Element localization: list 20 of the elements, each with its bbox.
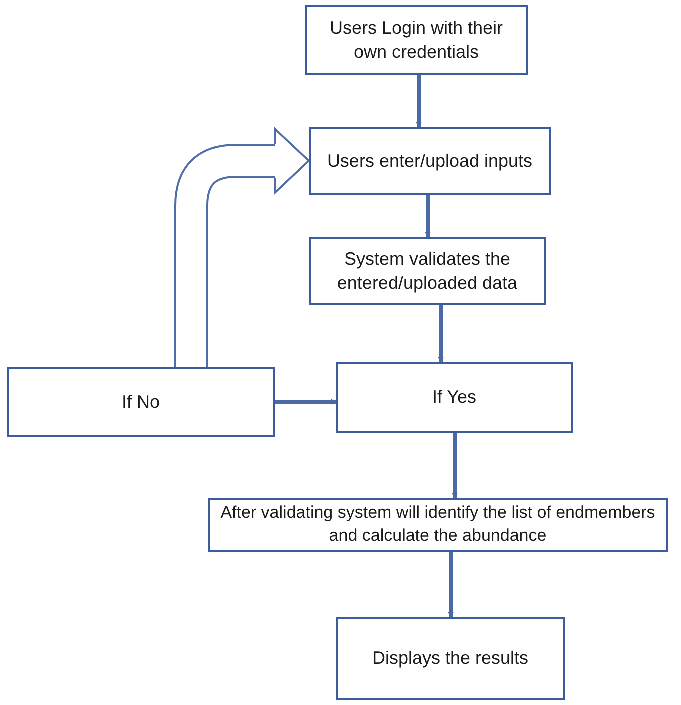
process-box (336, 362, 573, 433)
process-box (336, 617, 565, 700)
box-label: System validates the entered/uploaded data (336, 248, 519, 295)
process-box (305, 5, 528, 75)
arrow (438, 305, 444, 363)
process-box (309, 127, 551, 195)
box-label: Users Login with their own credentials (328, 16, 504, 64)
arrow (275, 399, 337, 405)
arrow (448, 552, 454, 618)
box-label: If No (122, 390, 160, 414)
box-label: If Yes (432, 386, 477, 410)
process-box (208, 498, 668, 552)
arrow (425, 195, 431, 238)
box-label: Displays the results (372, 647, 529, 670)
arrow (416, 75, 422, 128)
box-label: After validating system will identify the list of endmembers and calculate the abundance (220, 502, 656, 547)
box-label: Users enter/upload inputs (327, 150, 533, 173)
process-box (309, 237, 546, 305)
arrow (452, 433, 458, 499)
process-box (7, 367, 275, 437)
